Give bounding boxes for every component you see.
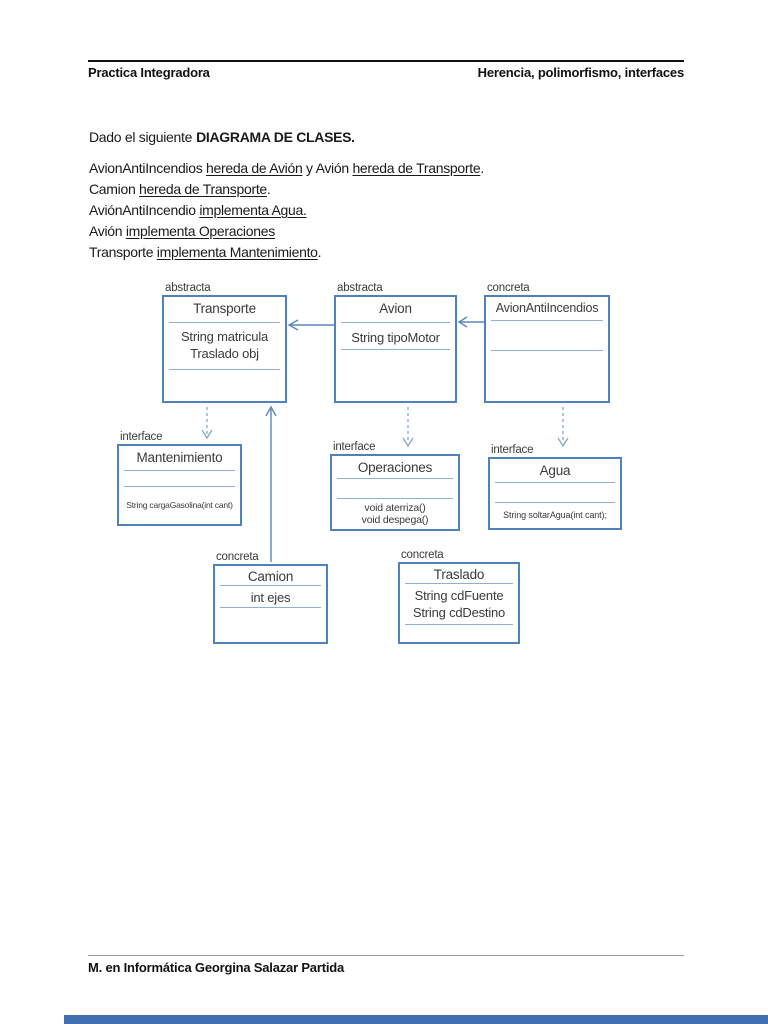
compartment-divider <box>124 470 235 471</box>
footer-text: M. en Informática Georgina Salazar Parti… <box>88 960 345 975</box>
class-title: Camion <box>247 569 294 584</box>
class-method: String cargaGasolina(int cant) <box>126 500 233 510</box>
class-attributes <box>119 471 240 486</box>
class-title: Mantenimiento <box>136 450 223 465</box>
class-attribute: Traslado obj <box>190 346 259 361</box>
compartment-divider <box>405 624 513 625</box>
header-right-text: Herencia, polimorfismo, interfaces <box>477 65 685 80</box>
class-method: void despega() <box>361 514 429 526</box>
uml-class-avionantiincendios: concreta AvionAntiIncendios <box>484 282 610 403</box>
intro-emphasis: DIAGRAMA DE CLASES. <box>196 129 355 145</box>
uml-class-traslado: concreta Traslado String cdFuente String… <box>398 549 520 644</box>
inheritance-arrow-avionanti-to-avion <box>457 316 484 328</box>
class-box: Transporte String matricula Traslado obj <box>162 295 287 403</box>
stereotype-label: concreta <box>401 549 444 561</box>
uml-interface-operaciones: interface Operaciones void aterriza() vo… <box>330 441 460 531</box>
statement-line: Camion hereda de Transporte. <box>89 181 271 197</box>
uml-class-transporte: abstracta Transporte String matricula Tr… <box>162 282 287 403</box>
stereotype-label: concreta <box>216 551 259 563</box>
class-methods: String soltarAgua(int cant); <box>490 503 620 528</box>
compartment-divider <box>341 322 450 323</box>
stereotype-label: abstracta <box>165 282 211 294</box>
class-methods <box>486 351 608 401</box>
class-title: Agua <box>539 463 571 478</box>
class-attribute: String cdDestino <box>412 605 506 620</box>
page-header: Practica Integradora Herencia, polimorfi… <box>88 60 684 80</box>
class-methods <box>215 608 326 642</box>
class-method: String soltarAgua(int cant); <box>503 510 607 520</box>
class-title: Traslado <box>433 567 485 582</box>
inheritance-arrow-avion-to-transporte <box>287 319 334 331</box>
class-box: Traslado String cdFuente String cdDestin… <box>398 562 520 644</box>
uml-interface-agua: interface Agua String soltarAgua(int can… <box>488 444 622 530</box>
stereotype-label: interface <box>491 444 534 456</box>
compartment-divider <box>337 498 453 499</box>
class-title: AvionAntiIncendios <box>495 301 599 315</box>
compartment-divider <box>220 607 321 608</box>
statement-line: Avión implementa Operaciones <box>89 223 275 239</box>
class-box: AvionAntiIncendios <box>484 295 610 403</box>
class-attributes <box>490 483 620 502</box>
compartment-divider <box>169 322 280 323</box>
class-attribute: String tipoMotor <box>351 330 440 345</box>
class-methods: void aterriza() void despega() <box>332 499 458 529</box>
viewer-bottom-bar <box>64 1015 768 1024</box>
class-methods <box>400 625 518 642</box>
class-attribute: String cdFuente <box>414 588 504 603</box>
class-attributes: String matricula Traslado obj <box>164 323 285 369</box>
class-title: Transporte <box>193 301 256 316</box>
header-left-text: Practica Integradora <box>88 65 210 80</box>
class-attributes: String cdFuente String cdDestino <box>400 584 518 624</box>
class-box: Operaciones void aterriza() void despega… <box>330 454 460 531</box>
page-footer: M. en Informática Georgina Salazar Parti… <box>88 955 684 975</box>
uml-interface-mantenimiento: interface Mantenimiento String cargaGaso… <box>117 431 242 526</box>
compartment-divider <box>337 478 453 479</box>
compartment-divider <box>491 320 603 321</box>
class-attributes <box>486 321 608 350</box>
uml-class-camion: concreta Camion int ejes <box>213 551 328 644</box>
stereotype-label: concreta <box>487 282 530 294</box>
class-title: Avion <box>379 301 412 316</box>
class-box: Agua String soltarAgua(int cant); <box>488 457 622 530</box>
statement-line: Transporte implementa Mantenimiento. <box>89 244 322 260</box>
class-attributes <box>332 479 458 498</box>
compartment-divider <box>495 502 615 503</box>
implements-arrow-avionanti-to-agua <box>557 407 569 448</box>
class-methods: String cargaGasolina(int cant) <box>119 487 240 524</box>
stereotype-label: interface <box>333 441 376 453</box>
compartment-divider <box>491 350 603 351</box>
class-methods <box>164 370 285 401</box>
uml-class-avion: abstracta Avion String tipoMotor <box>334 282 457 403</box>
class-box: Avion String tipoMotor <box>334 295 457 403</box>
class-title: Operaciones <box>357 460 433 475</box>
inheritance-arrow-camion-to-transporte <box>265 405 277 562</box>
compartment-divider <box>169 369 280 370</box>
class-attribute: int ejes <box>250 590 291 605</box>
compartment-divider <box>495 482 615 483</box>
stereotype-label: abstracta <box>337 282 383 294</box>
compartment-divider <box>220 585 321 586</box>
statements-block: AvionAntiIncendios hereda de Avión y Avi… <box>89 158 484 263</box>
class-methods <box>336 350 455 401</box>
class-attributes: String tipoMotor <box>336 323 455 349</box>
statement-line: AviónAntiIncendio implementa Agua. <box>89 202 307 218</box>
class-attributes: int ejes <box>215 586 326 607</box>
compartment-divider <box>124 486 235 487</box>
intro-prefix: Dado el siguiente <box>89 129 193 145</box>
class-attribute: String matricula <box>180 329 269 344</box>
statement-line: AvionAntiIncendios hereda de Avión y Avi… <box>89 160 484 176</box>
class-box: Camion int ejes <box>213 564 328 644</box>
class-method: void aterriza() <box>364 502 426 514</box>
stereotype-label: interface <box>120 431 163 443</box>
compartment-divider <box>341 349 450 350</box>
class-box: Mantenimiento String cargaGasolina(int c… <box>117 444 242 526</box>
compartment-divider <box>405 583 513 584</box>
